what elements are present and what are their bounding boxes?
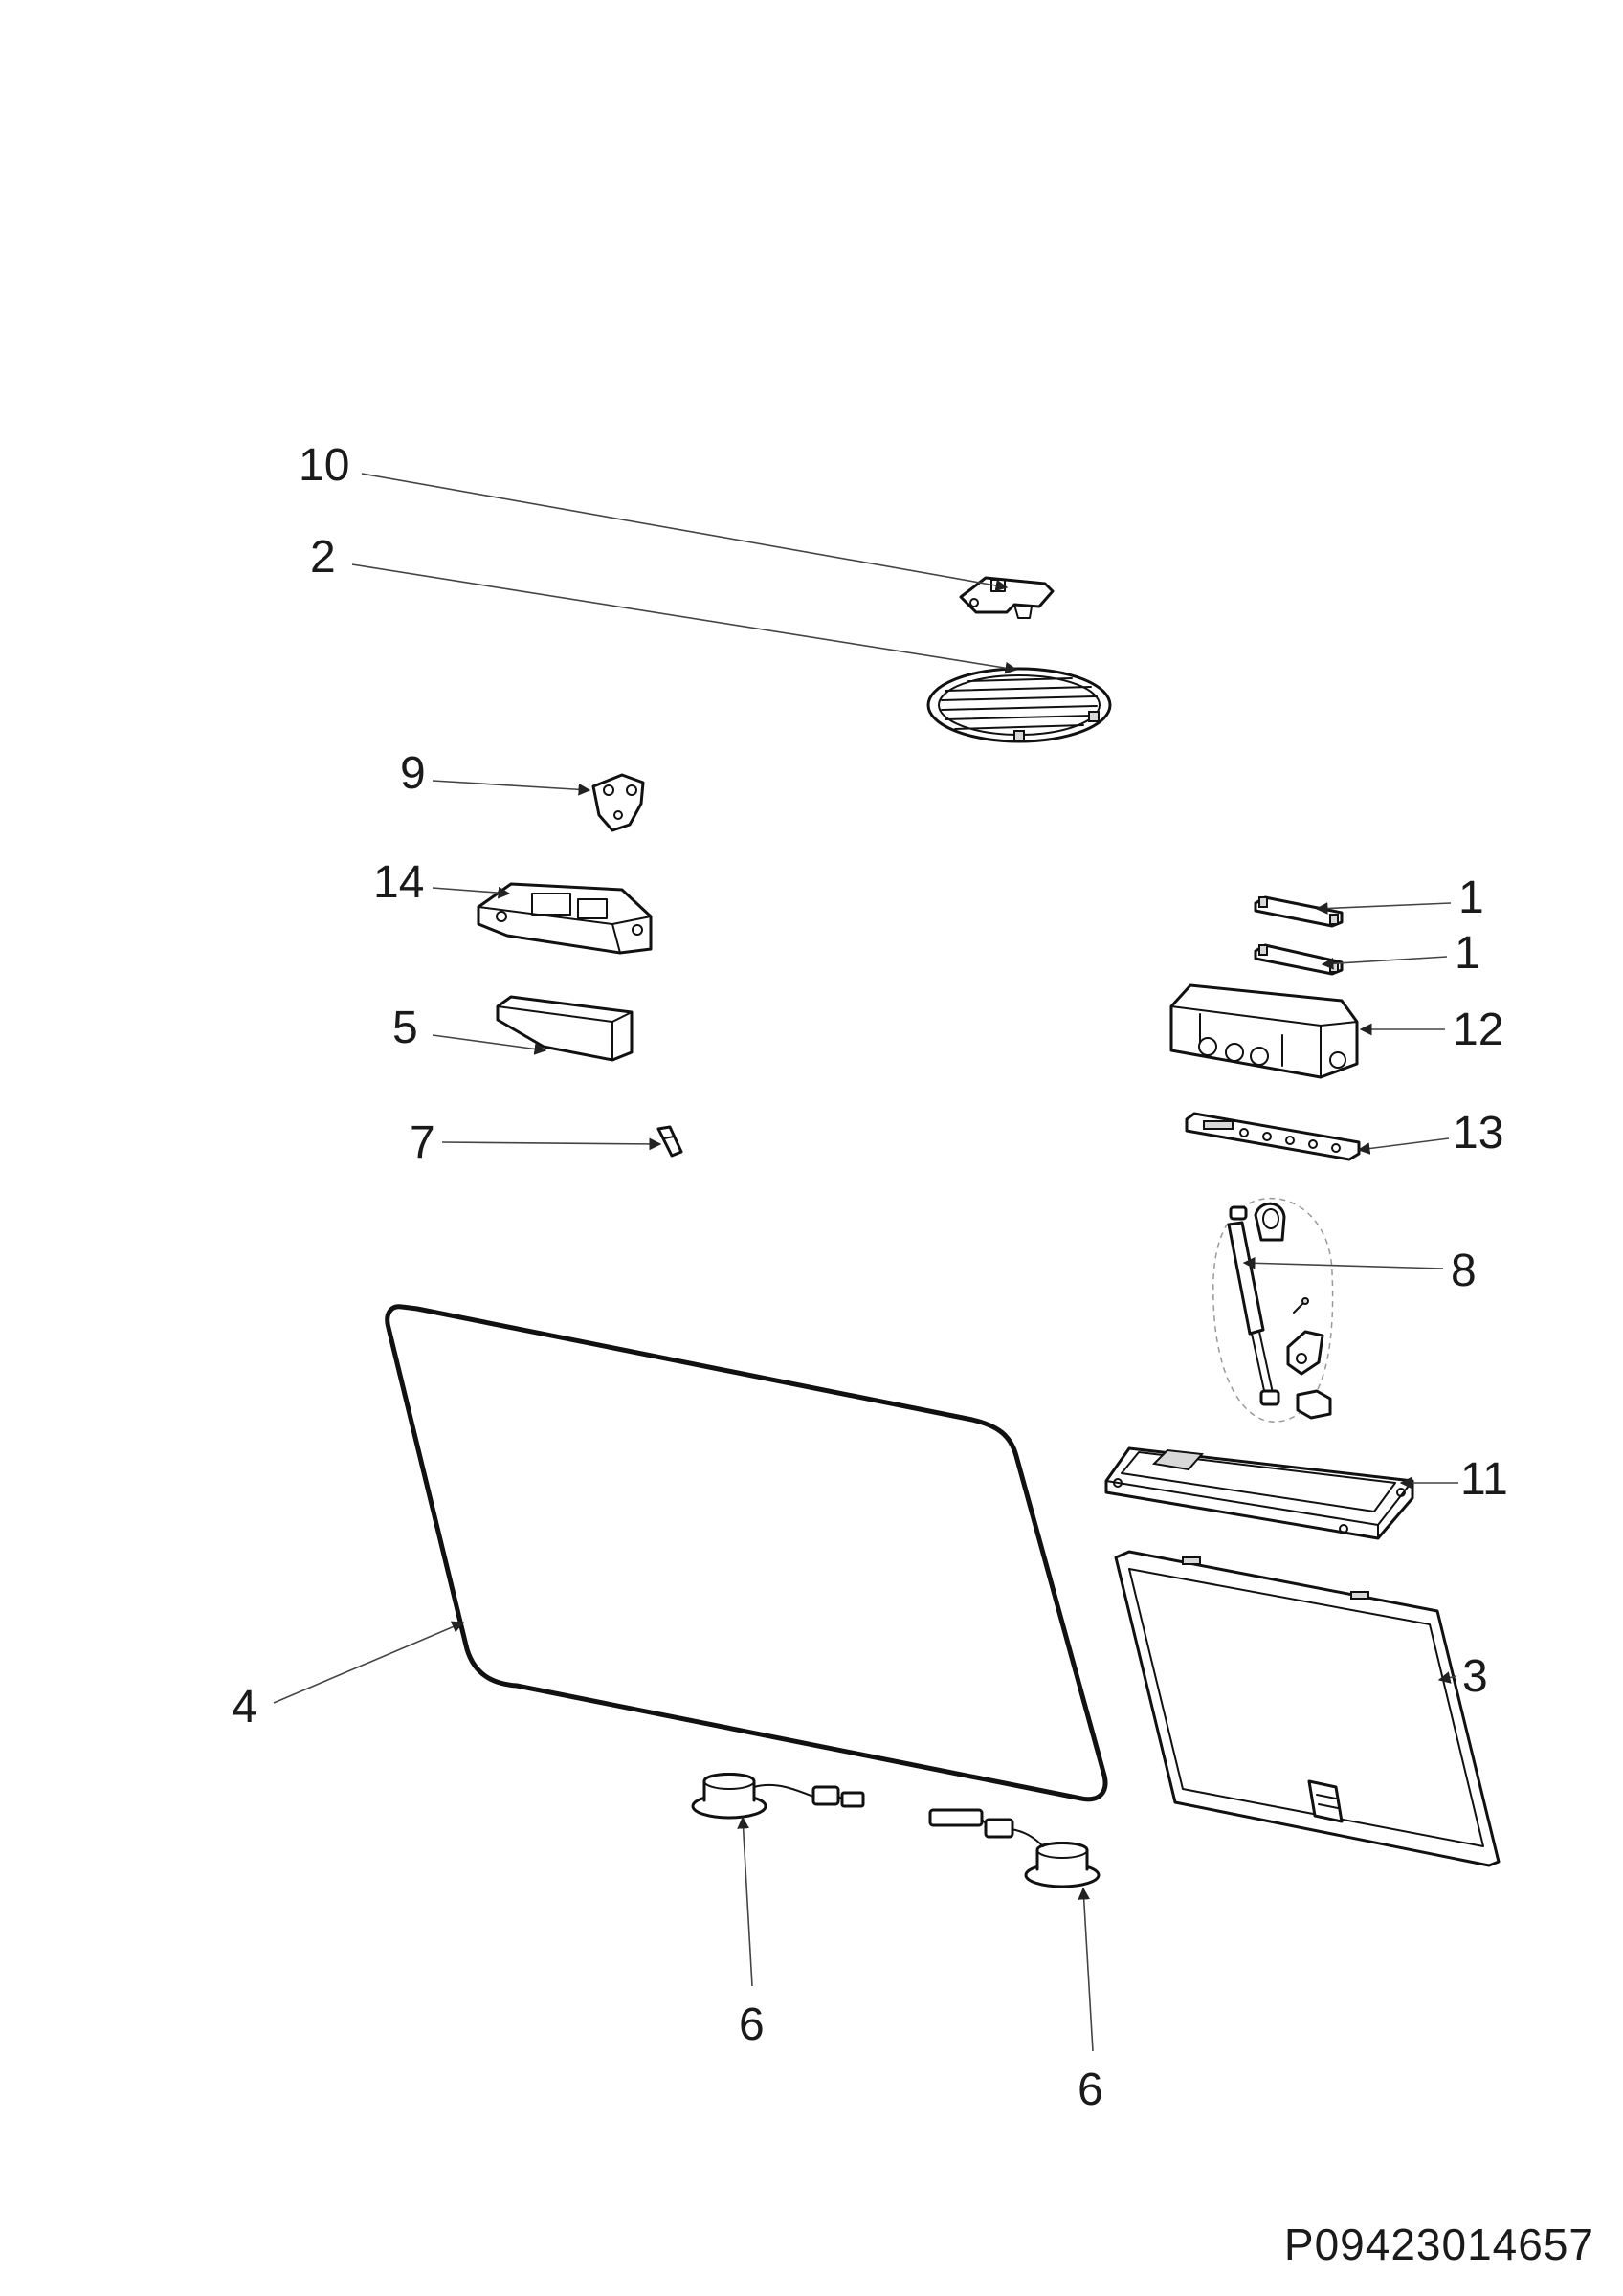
part-7-clip <box>656 1125 683 1158</box>
leader-1-lower <box>1321 956 1448 970</box>
leader-13 <box>1357 1137 1450 1155</box>
callout-1-lower: 1 <box>1455 928 1480 979</box>
leader-4 <box>273 1621 465 1704</box>
leader-9 <box>432 780 591 796</box>
leader-5 <box>432 1034 547 1055</box>
leader-7 <box>441 1137 662 1151</box>
callout-2: 2 <box>310 532 336 583</box>
leader-1-upper <box>1315 902 1452 915</box>
callout-6-right: 6 <box>1078 2064 1103 2115</box>
part-6-led-lamp-left <box>691 1773 865 1820</box>
part-14-holder <box>477 882 653 955</box>
callout-12: 12 <box>1453 1004 1503 1055</box>
leader-10 <box>361 473 1009 592</box>
callout-10: 10 <box>299 440 349 491</box>
part-4-glass-panel <box>385 1304 1108 1802</box>
part-5-box <box>496 995 634 1062</box>
callout-9: 9 <box>400 748 426 799</box>
callout-4: 4 <box>232 1682 257 1733</box>
leader-8 <box>1242 1256 1444 1269</box>
leader-3 <box>1437 1671 1457 1684</box>
callout-labels: 10 2 9 14 5 7 1 1 12 13 8 11 3 4 6 6 <box>232 440 1508 2115</box>
part-6-led-lamp-right <box>928 1808 1101 1888</box>
part-8-gas-spring <box>1212 1197 1334 1423</box>
callout-13: 13 <box>1453 1108 1503 1159</box>
leader-14 <box>432 886 511 899</box>
leader-2 <box>351 563 1018 674</box>
callout-14: 14 <box>373 857 424 908</box>
callout-11: 11 <box>1460 1454 1508 1505</box>
part-13-control-panel <box>1185 1112 1361 1161</box>
callout-1-upper: 1 <box>1458 872 1484 923</box>
part-12-control-box <box>1169 983 1359 1079</box>
part-3-grease-filter <box>1114 1550 1501 1867</box>
part-1-strip-lower <box>1254 943 1344 976</box>
callout-8: 8 <box>1451 1246 1477 1296</box>
callout-6-left: 6 <box>739 1999 765 2050</box>
part-2-round-grille <box>926 667 1112 743</box>
part-1-strip-upper <box>1254 895 1344 928</box>
drawing-code: P09423014657 <box>1284 2219 1594 2269</box>
callout-3: 3 <box>1462 1651 1488 1702</box>
callout-7: 7 <box>410 1117 435 1168</box>
leader-lines <box>273 473 1458 2052</box>
part-11-filter-frame <box>1104 1446 1414 1540</box>
part-9-bracket <box>591 773 645 832</box>
callout-5: 5 <box>392 1003 418 1053</box>
leader-6-left <box>737 1816 753 1987</box>
part-10-bracket <box>959 576 1055 619</box>
leader-6-right <box>1078 1887 1094 2052</box>
